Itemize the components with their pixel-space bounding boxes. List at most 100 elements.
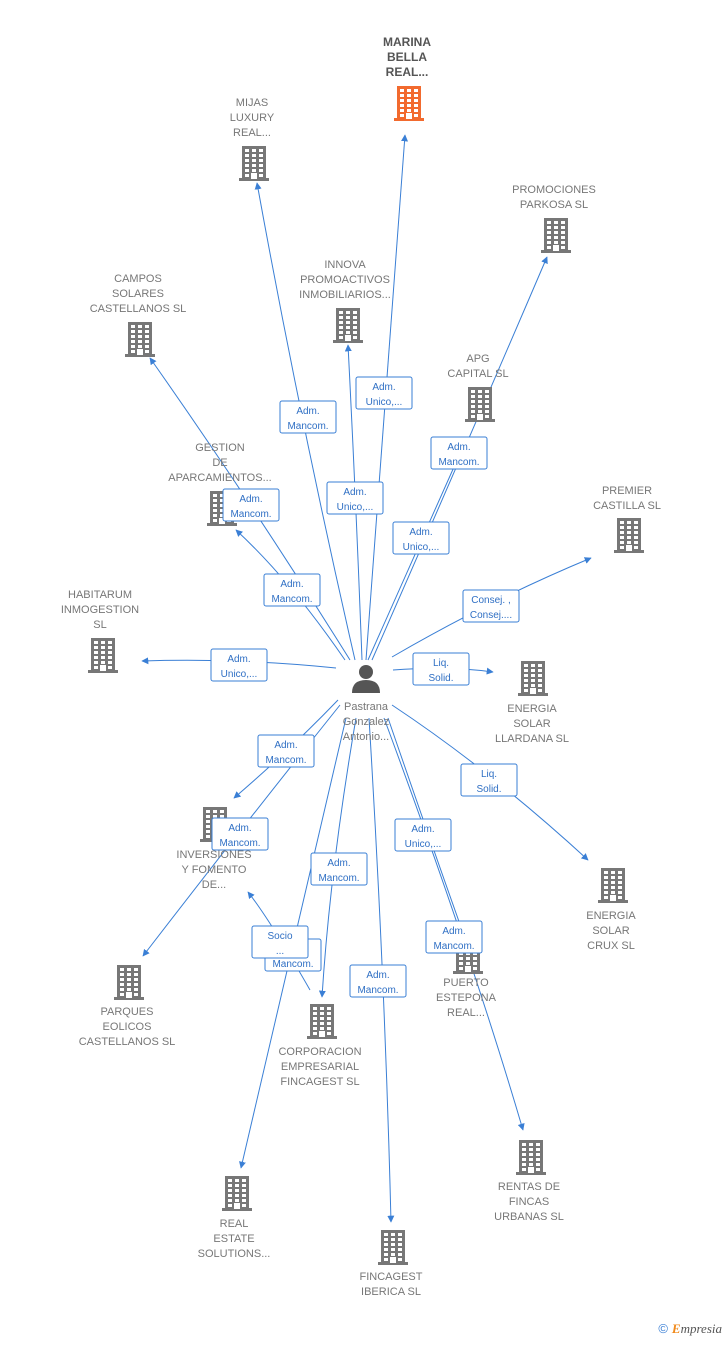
role-label[interactable]: Adm.Mancom. [279, 400, 337, 434]
role-label[interactable]: Adm.Mancom. [222, 488, 280, 522]
role-text-line: Liq. [481, 769, 497, 780]
role-text-line: ... [276, 946, 284, 957]
role-text-line: Socio [267, 931, 292, 942]
role-text: Adm.Mancom. [265, 740, 306, 766]
role-text-line: Adm. [274, 740, 297, 751]
company-name-line: ENERGIA [507, 703, 557, 715]
company-name-line: APG [466, 353, 489, 365]
company-node-rentas-fincas[interactable]: RENTAS DE FINCAS URBANAS SL [494, 1140, 564, 1223]
role-label[interactable]: Consej. ,Consej.... [462, 589, 520, 623]
role-text: Adm.Mancom. [219, 823, 260, 849]
company-node-promociones-parkosa[interactable]: PROMOCIONES PARKOSA SL [512, 184, 596, 253]
company-name-line: URBANAS SL [494, 1211, 564, 1223]
company-node-fincagest-iberica[interactable]: FINCAGEST IBERICA SL [360, 1230, 423, 1298]
building-icon [114, 965, 144, 1000]
role-text-line: Mancom. [433, 941, 474, 952]
company-name-line: SOLUTIONS... [198, 1248, 271, 1260]
role-text-line: Adm. [411, 824, 434, 835]
building-icon [239, 146, 269, 181]
role-label[interactable]: Adm.Unico,... [210, 648, 268, 682]
role-label[interactable]: Socio... [251, 925, 309, 959]
company-name-line: PREMIER [602, 485, 652, 497]
company-name-line: ESTEPONA [436, 992, 497, 1004]
role-label[interactable]: Adm.Mancom. [257, 734, 315, 768]
company-name: FINCAGEST IBERICA SL [360, 1271, 423, 1298]
company-name-line: CRUX SL [587, 940, 635, 952]
company-name-line: CASTELLANOS SL [90, 303, 187, 315]
brand-watermark: ©Empresia [658, 1321, 722, 1336]
copyright-icon: © [658, 1321, 668, 1336]
company-name-line: IBERICA SL [361, 1286, 421, 1298]
person-icon [352, 665, 380, 693]
role-text: Adm.Mancom. [357, 970, 398, 996]
company-name-line: INVERSIONES [176, 849, 251, 861]
role-label[interactable]: Adm.Unico,... [394, 818, 452, 852]
role-label[interactable]: Adm.Unico,... [355, 376, 413, 410]
role-label[interactable]: Adm.Unico,... [392, 521, 450, 555]
role-label[interactable]: Adm.Mancom. [310, 852, 368, 886]
role-label[interactable]: Adm.Mancom. [430, 436, 488, 470]
role-text: Liq.Solid. [428, 658, 453, 684]
role-text: Adm.Mancom. [433, 926, 474, 952]
building-icon [465, 387, 495, 422]
role-text: Adm.Mancom. [438, 442, 479, 468]
role-label[interactable]: Liq.Solid. [412, 652, 470, 686]
role-label[interactable]: Liq. Solid. [460, 763, 518, 797]
role-text: Adm.Mancom. [230, 494, 271, 520]
company-name-line: LLARDANA SL [495, 733, 569, 745]
role-label[interactable]: Adm.Mancom. [211, 817, 269, 851]
company-name-line: PARKOSA SL [520, 199, 588, 211]
role-label[interactable]: Adm.Mancom. [349, 964, 407, 998]
company-name-line: FINCAGEST [360, 1271, 423, 1283]
company-name-line: REAL... [447, 1007, 485, 1019]
role-text-line: Mancom. [219, 838, 260, 849]
building-icon [614, 518, 644, 553]
company-name-line: REAL... [233, 127, 271, 139]
role-label[interactable]: Adm.Mancom. [425, 920, 483, 954]
role-label[interactable]: Adm.Unico,... [326, 481, 384, 515]
role-label[interactable]: Adm.Mancom. [263, 573, 321, 607]
role-text-line: Solid. [476, 784, 501, 795]
building-icon [333, 308, 363, 343]
company-name-line: SOLAR [592, 925, 629, 937]
company-name-line: FINCAS [509, 1196, 549, 1208]
role-text-line: Mancom. [272, 959, 313, 970]
company-name-line: EMPRESARIAL [281, 1061, 359, 1073]
role-text-line: Adm. [327, 858, 350, 869]
building-icon [222, 1176, 252, 1211]
company-name-line: SOLARES [112, 288, 164, 300]
role-text-line: Adm. [343, 487, 366, 498]
company-name-line: REAL... [386, 65, 429, 79]
company-name-line: INNOVA [324, 259, 366, 271]
company-name-line: HABITARUM [68, 589, 132, 601]
company-name-line: RENTAS DE [498, 1181, 560, 1193]
company-name-line: PROMOCIONES [512, 184, 596, 196]
company-name-line: ESTATE [213, 1233, 254, 1245]
role-text: Socio... [267, 931, 292, 957]
building-icon [516, 1140, 546, 1175]
company-name-line: DE... [202, 879, 226, 891]
company-name-line: INMOBILIARIOS... [299, 289, 391, 301]
person-name-line: Gonzalez [343, 716, 389, 728]
role-text-line: Solid. [428, 673, 453, 684]
company-name-line: BELLA [387, 50, 427, 64]
